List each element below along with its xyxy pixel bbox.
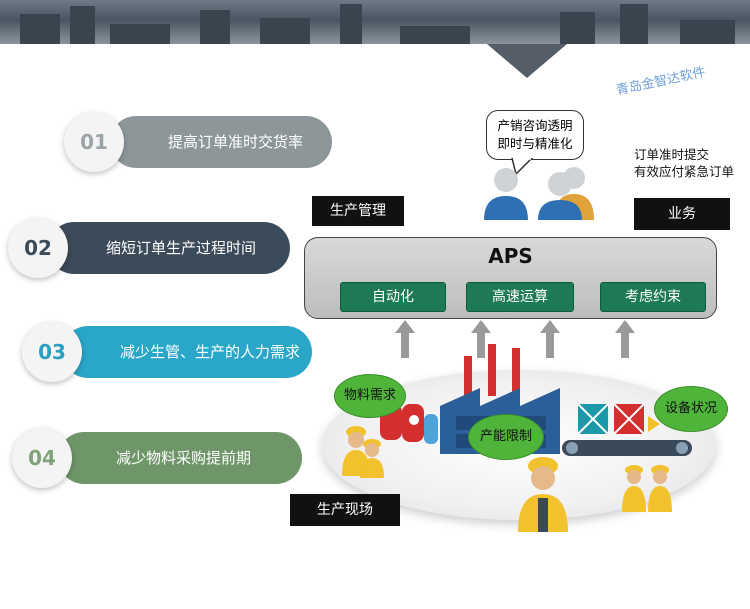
benefit-label-04: 减少物料采购提前期 — [58, 432, 302, 484]
benefit-number-01: 01 — [64, 112, 124, 172]
aps-title: APS — [488, 244, 533, 268]
worker-icon — [342, 426, 384, 478]
benefit-item-03: 减少生管、生产的人力需求 03 — [22, 322, 312, 382]
header-notch-arrow — [487, 44, 567, 78]
office-people-icon — [484, 167, 594, 220]
header-banner — [0, 0, 750, 44]
sales-note-line-1: 订单准时提交 — [634, 147, 710, 162]
up-arrow-icon — [395, 320, 415, 358]
sales-note-line-2: 有效应付紧急订单 — [634, 164, 735, 179]
benefit-number-04: 04 — [12, 428, 72, 488]
worker-icon — [518, 457, 568, 532]
capacity-limit-bubble: 产能限制 — [468, 414, 544, 460]
equipment-status-bubble: 设备状况 — [654, 386, 728, 432]
production-site-label: 生产现场 — [290, 494, 400, 526]
conveyor-icon — [562, 404, 692, 456]
benefit-item-04: 减少物料采购提前期 04 — [8, 428, 302, 488]
benefit-item-01: 提高订单准时交货率 01 — [50, 112, 332, 172]
benefit-number-03: 03 — [22, 322, 82, 382]
up-arrow-icon — [615, 320, 635, 358]
aps-panel: APS 自动化 高速运算 考虑约束 — [304, 237, 717, 319]
benefit-number-02: 02 — [8, 218, 68, 278]
bubble-tail-icon — [511, 158, 534, 176]
up-arrow-icon — [540, 320, 560, 358]
aps-module-automation: 自动化 — [340, 282, 446, 312]
watermark-text: 青岛金智达软件 — [614, 64, 707, 99]
sales-speech-bubble: 产销咨询透明 即时与精准化 — [486, 110, 584, 160]
sales-note: 订单准时提交 有效应付紧急订单 — [634, 146, 734, 180]
sales-label: 业务 — [634, 198, 730, 230]
material-demand-bubble: 物料需求 — [334, 374, 406, 418]
benefit-label-01: 提高订单准时交货率 — [110, 116, 332, 168]
sales-bubble-line-2: 即时与精准化 — [497, 136, 573, 151]
production-management-label: 生产管理 — [312, 196, 404, 226]
up-arrow-icon — [471, 320, 491, 358]
aps-module-computation: 高速运算 — [466, 282, 574, 312]
aps-module-constraints: 考虑约束 — [600, 282, 706, 312]
benefit-item-02: 缩短订单生产过程时间 02 — [8, 218, 290, 278]
sales-bubble-line-1: 产销咨询透明 — [497, 118, 573, 133]
worker-icon — [622, 465, 672, 512]
benefit-label-02: 缩短订单生产过程时间 — [48, 222, 290, 274]
benefit-label-03: 减少生管、生产的人力需求 — [62, 326, 312, 378]
